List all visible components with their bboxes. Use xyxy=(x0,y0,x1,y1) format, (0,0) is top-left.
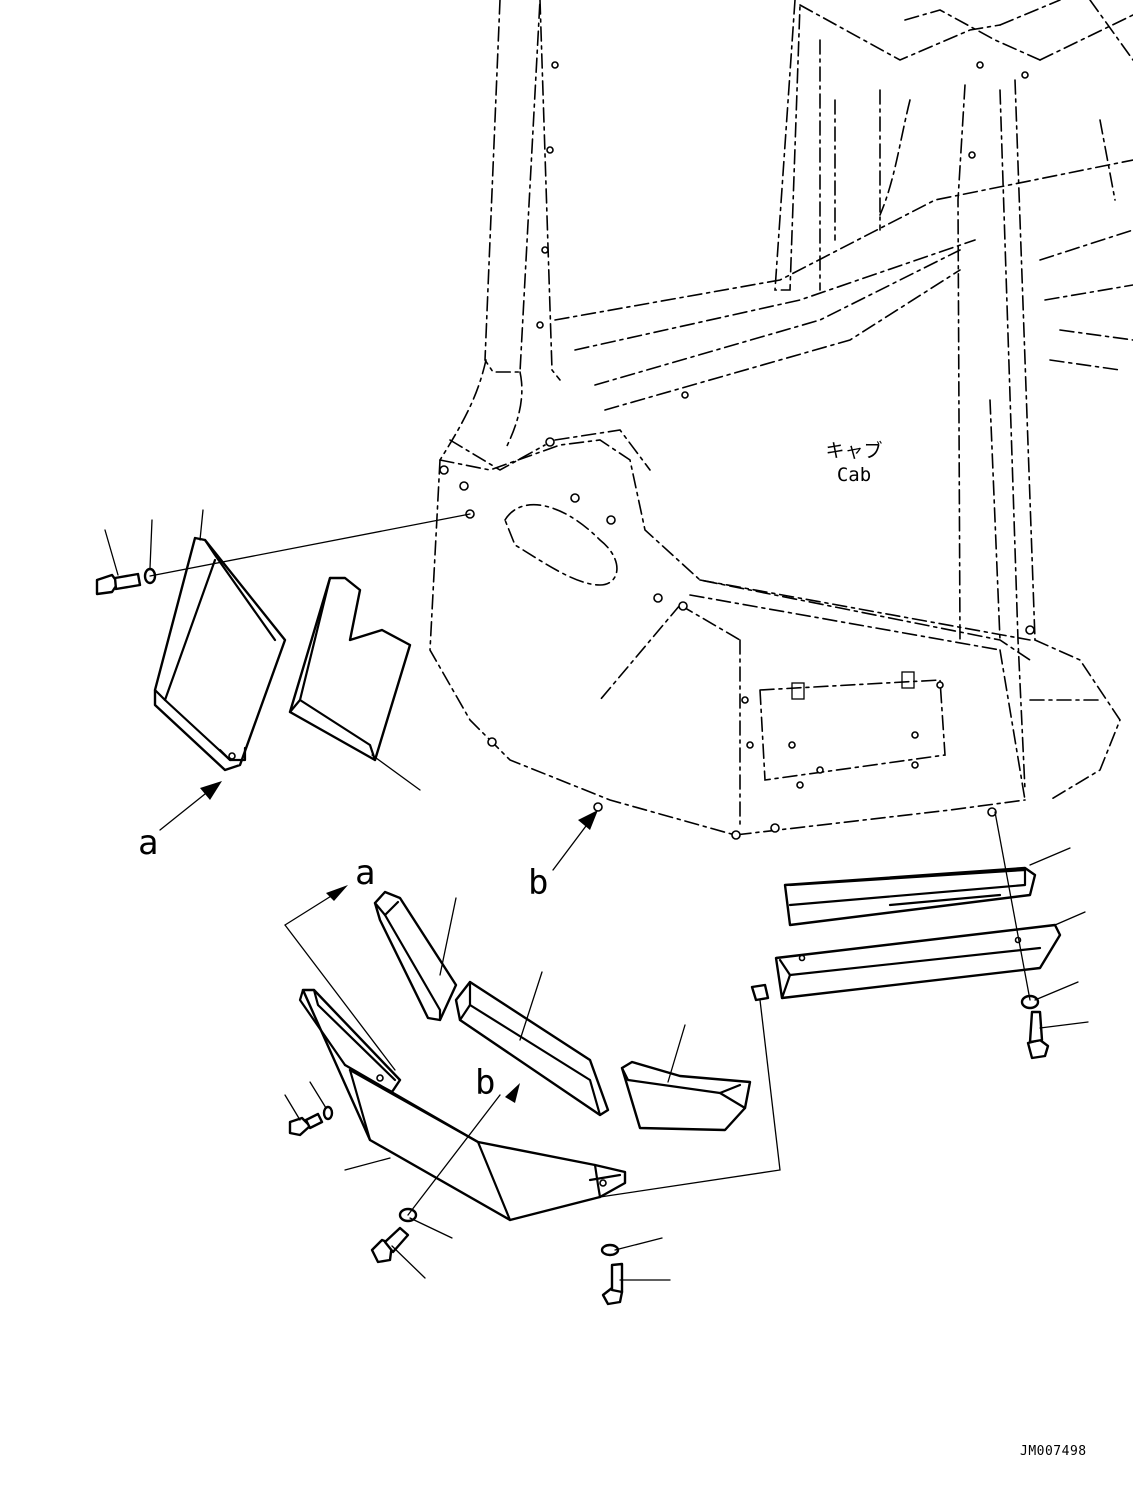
arrow-a-lower xyxy=(326,885,348,901)
drawing-code: JM007498 xyxy=(1020,1444,1087,1459)
foam-wedge-block xyxy=(620,1060,752,1132)
step-rail-cover xyxy=(750,923,1062,1002)
callout-a-upper: a xyxy=(138,823,159,863)
arrow-a-upper xyxy=(159,781,222,831)
foam-strip xyxy=(783,866,1037,927)
bolt-upper-left xyxy=(95,567,157,596)
bolt-lower-left-small xyxy=(288,1105,334,1137)
lower-bracket-cover xyxy=(298,988,627,1222)
arrow-b-lower xyxy=(505,1083,520,1103)
bolt-right-rail xyxy=(1020,994,1050,1060)
foam-pad xyxy=(288,576,412,762)
bolt-lower-right xyxy=(600,1243,624,1306)
bolt-lower-center xyxy=(370,1207,418,1264)
callout-b-lower: b xyxy=(475,1063,496,1103)
callout-b-upper: b xyxy=(528,863,549,903)
callout-a-lower: a xyxy=(355,853,376,893)
side-cover-plate xyxy=(153,536,287,772)
foam-angled-block xyxy=(373,890,458,1022)
cab-label-english: Cab xyxy=(836,463,872,486)
arrow-b-upper xyxy=(552,810,598,871)
cab-bolt-holes xyxy=(439,61,1035,840)
cab-frame-outline xyxy=(429,0,1133,836)
cab-label: キャブ Cab xyxy=(822,440,886,488)
foam-large-block xyxy=(454,980,610,1117)
cab-label-japanese: キャブ xyxy=(825,440,883,462)
